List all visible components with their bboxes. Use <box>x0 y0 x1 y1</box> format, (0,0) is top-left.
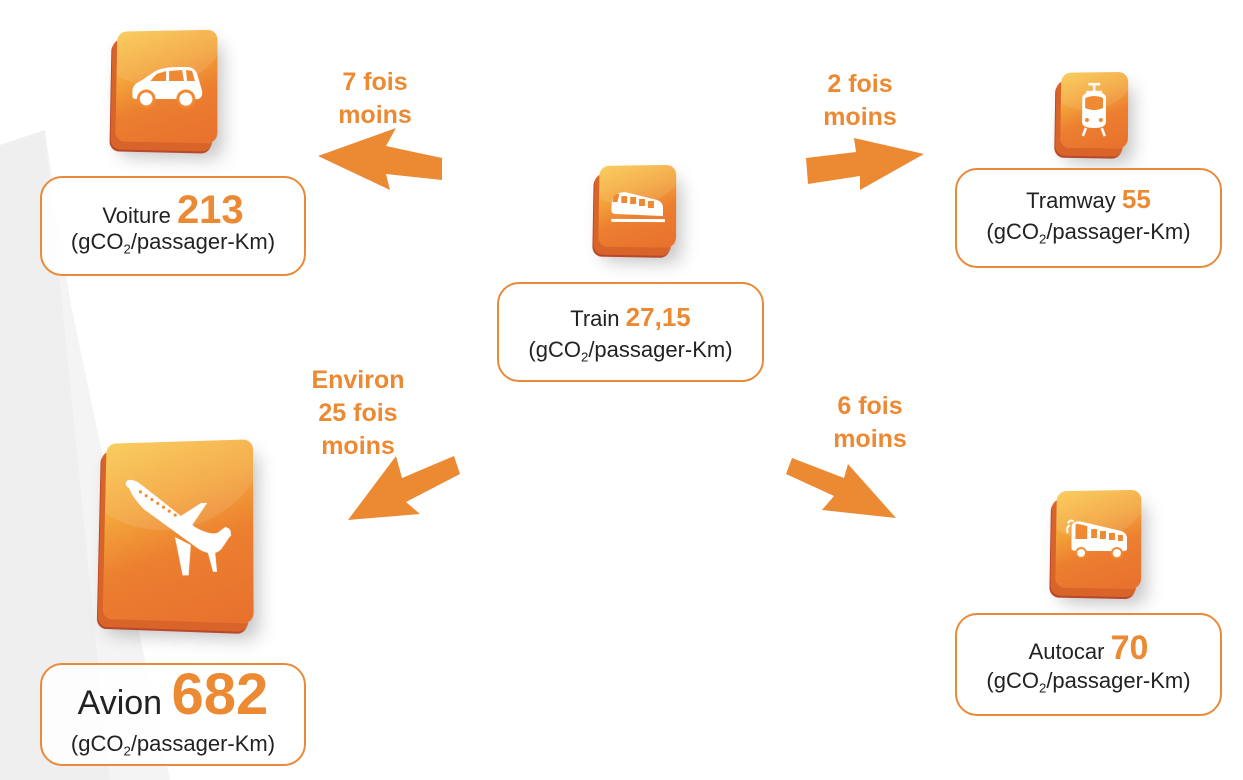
train-tile <box>598 164 677 248</box>
train-emission-box: Train 27,15 (gCO2/passager-Km) <box>497 282 764 382</box>
train-value: 27,15 <box>625 302 691 332</box>
car-tile <box>115 29 218 144</box>
plane-comparison: Environ 25 fois moins <box>311 366 405 460</box>
tram-value: 55 <box>1121 184 1151 214</box>
car-icon <box>132 66 203 112</box>
plane-emission-box: Avion 682 (gCO2/passager-Km) <box>40 663 306 766</box>
arrow-to-bus <box>786 458 896 518</box>
tram-tile <box>1060 71 1129 149</box>
plane-label: Avion <box>77 684 163 722</box>
train-label: Train <box>570 306 620 331</box>
bus-icon <box>1065 517 1128 561</box>
car-emission-box: Voiture 213 (gCO2/passager-Km) <box>40 176 306 276</box>
car-comparison: 7 fois moins <box>338 68 412 129</box>
plane-tile <box>102 439 254 624</box>
arrow-to-car <box>318 128 442 190</box>
car-label: Voiture <box>102 203 171 228</box>
tram-icon <box>1076 82 1112 138</box>
car-value: 213 <box>176 188 244 232</box>
bus-label: Autocar <box>1028 639 1105 664</box>
bus-comparison: 6 fois moins <box>833 392 907 453</box>
train-icon <box>611 191 665 223</box>
plane-unit: (gCO2/passager-Km) <box>70 731 276 759</box>
train-unit: (gCO2/passager-Km) <box>528 337 733 365</box>
tram-emission-box: Tramway 55 (gCO2/passager-Km) <box>955 168 1222 268</box>
car-unit: (gCO2/passager-Km) <box>70 229 276 257</box>
bus-unit: (gCO2/passager-Km) <box>986 668 1191 696</box>
arrow-to-tram <box>806 138 924 190</box>
bus-value: 70 <box>1110 629 1149 667</box>
arrow-to-plane <box>348 456 460 520</box>
tram-label: Tramway <box>1026 188 1116 213</box>
tram-comparison: 2 fois moins <box>823 70 897 131</box>
bus-tile <box>1055 489 1142 590</box>
plane-value: 682 <box>171 662 269 727</box>
bus-emission-box: Autocar 70 (gCO2/passager-Km) <box>955 613 1222 716</box>
tram-unit: (gCO2/passager-Km) <box>986 219 1191 247</box>
airplane-icon <box>124 478 232 576</box>
